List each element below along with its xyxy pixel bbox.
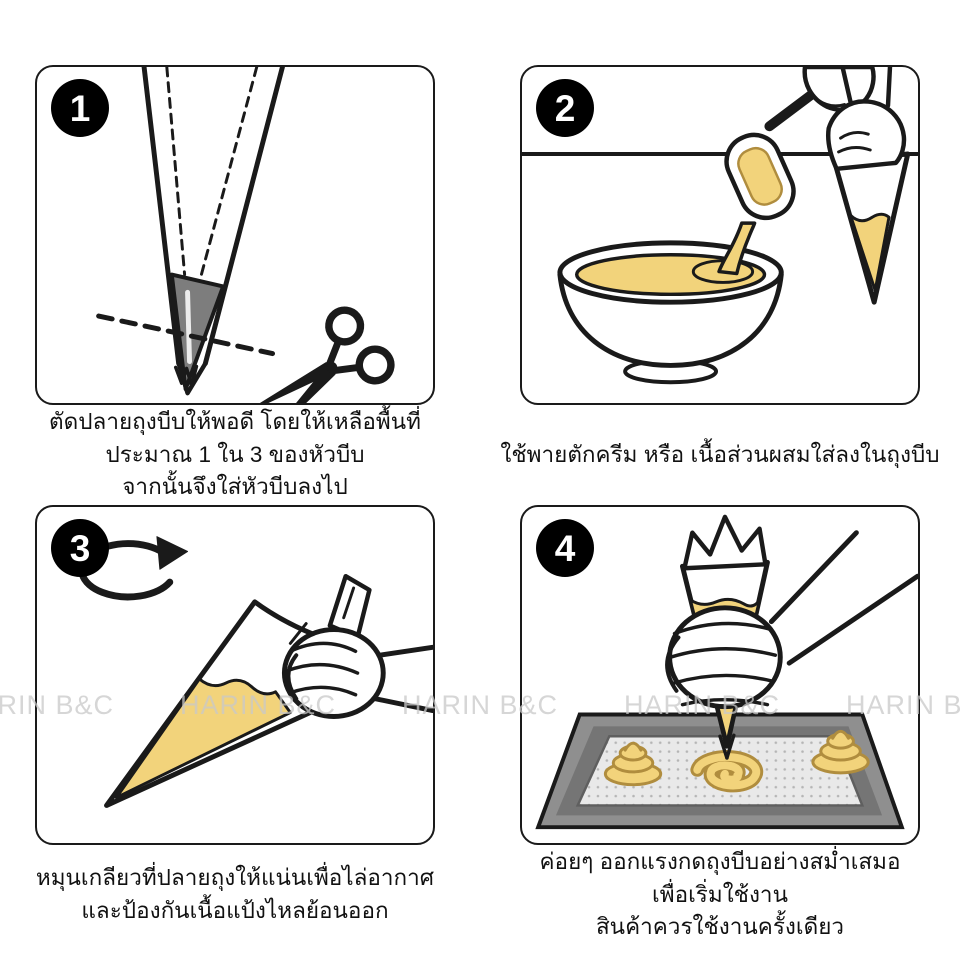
step-3-number-badge: 3 — [51, 519, 109, 577]
caption-line: และป้องกันเนื้อแป้งไหลย้อนออก — [81, 898, 389, 923]
piped-swirl — [690, 750, 764, 793]
step-4-panel: 4 — [520, 505, 920, 845]
caption-line: จากนั้นจึงใส่หัวบีบลงไป — [122, 474, 348, 500]
mixing-bowl — [557, 240, 784, 385]
cut-line — [96, 313, 276, 357]
step-4-caption: ค่อยๆ ออกแรงกดถุงบีบอย่างสม่ำเสมอ เพื่อเ… — [485, 845, 955, 945]
hand-holding-bag — [826, 67, 907, 172]
piped-cream-dollop — [603, 741, 663, 787]
step-2-caption: ใช้พายตักครีม หรือ เนื้อส่วนผสมใส่ลงในถุ… — [485, 405, 955, 505]
step-1-number-badge: 1 — [51, 79, 109, 137]
step-4-illustration — [535, 514, 918, 830]
hand-squeezing-bag — [665, 530, 918, 710]
step-3-illustration — [78, 536, 433, 808]
step-2-number-badge: 2 — [536, 79, 594, 137]
step-3-panel: 3 — [35, 505, 435, 845]
caption-line: ประมาณ 1 ใน 3 ของหัวบีบ — [105, 441, 365, 467]
cream-stream — [717, 221, 757, 276]
step-2-panel: 2 — [520, 65, 920, 405]
piped-cream-dollop — [811, 729, 870, 775]
step-1-caption: ตัดปลายถุงบีบให้พอดี โดยให้เหลือพื้นที่ … — [0, 405, 470, 505]
caption-line: ใช้พายตักครีม หรือ เนื้อส่วนผสมใส่ลงในถุ… — [500, 441, 940, 467]
caption-line: เพื่อเริ่มใช้งาน — [652, 881, 788, 907]
step-1: 1 — [35, 65, 435, 505]
step-4: 4 — [520, 505, 920, 945]
step-1-panel: 1 — [35, 65, 435, 405]
caption-line: ค่อยๆ ออกแรงกดถุงบีบอย่างสม่ำเสมอ — [539, 849, 901, 875]
fist-twisting-bag — [281, 627, 433, 719]
piping-bag — [141, 67, 285, 396]
piping-bag — [832, 151, 911, 305]
step-3: 3 — [35, 505, 435, 945]
step-3-caption: หมุนเกลียวที่ปลายถุงให้แน่นเพื่อไล่อากาศ… — [0, 845, 470, 945]
caption-line: สินค้าควรใช้งานครั้งเดียว — [595, 914, 845, 940]
step-1-illustration — [96, 67, 395, 403]
step-2-illustration — [522, 67, 918, 385]
scissors-icon — [247, 306, 395, 403]
caption-line: ตัดปลายถุงบีบให้พอดี โดยให้เหลือพื้นที่ — [49, 409, 421, 435]
instruction-grid: 1 — [35, 65, 940, 945]
step-2: 2 — [500, 65, 940, 505]
step-4-number-badge: 4 — [536, 519, 594, 577]
caption-line: หมุนเกลียวที่ปลายถุงให้แน่นเพื่อไล่อากาศ — [35, 865, 435, 891]
